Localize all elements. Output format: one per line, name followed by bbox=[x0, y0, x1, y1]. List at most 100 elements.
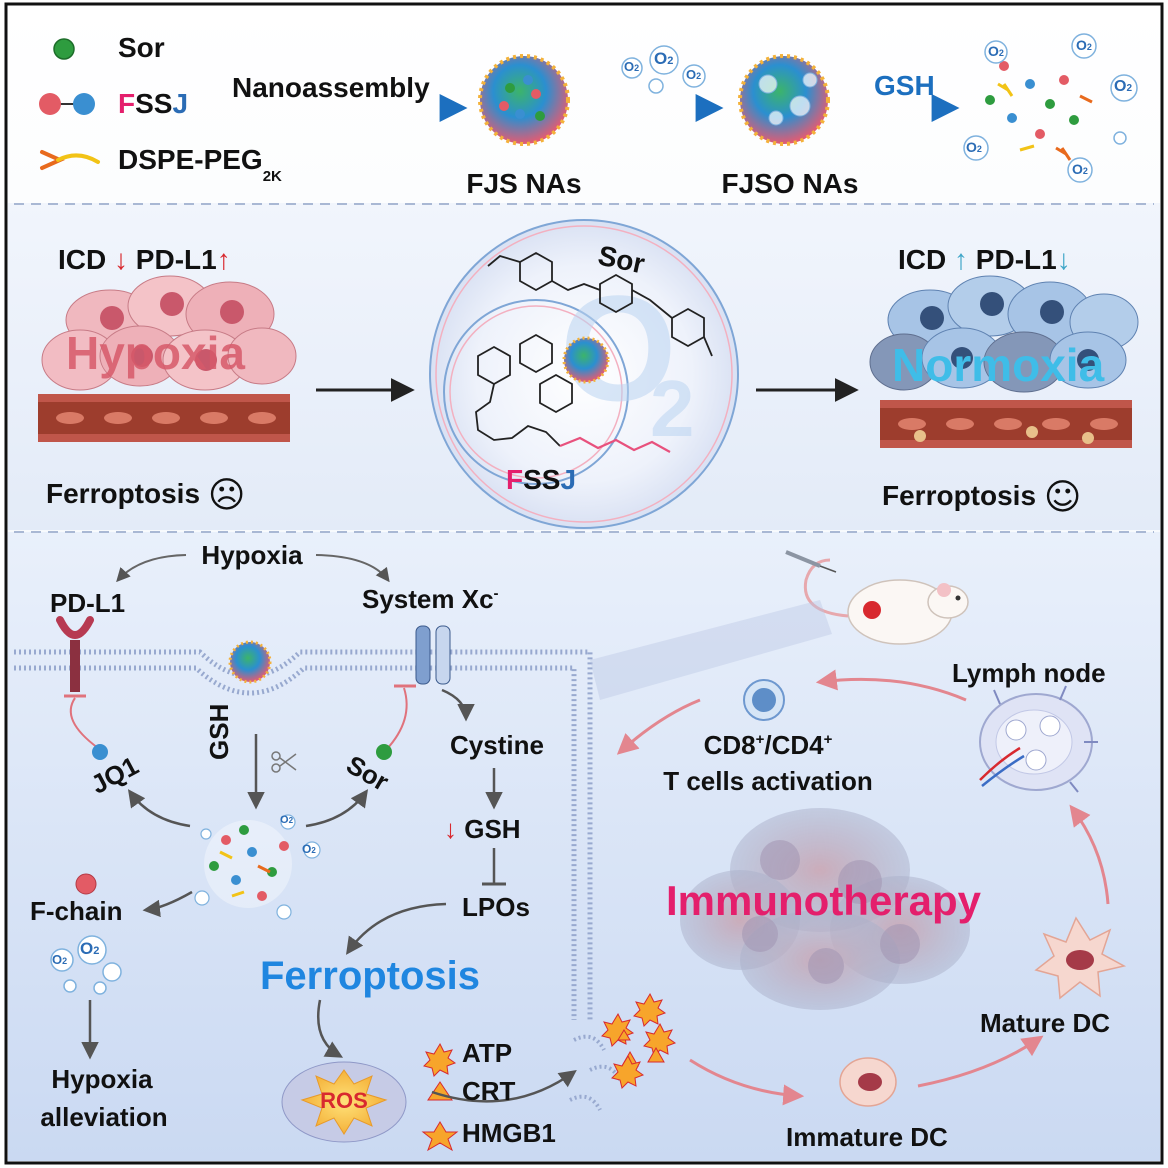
immunotherapy-title: Immunotherapy bbox=[666, 877, 982, 924]
mouse-with-syringe-icon bbox=[785, 550, 969, 645]
sor-molecule-small-icon bbox=[376, 744, 392, 760]
normoxia-ferroptosis-label: Ferroptosis ☺ bbox=[882, 477, 1082, 518]
ferroptosis-title: Ferroptosis bbox=[260, 954, 481, 998]
system-xc-label: System Xc- bbox=[362, 584, 499, 614]
gsh-depletion-label: ↓ GSH bbox=[444, 814, 521, 844]
o2-bubble-label-11: O2 bbox=[302, 842, 316, 856]
tumor-mass-illustration bbox=[680, 808, 970, 1010]
immature-dc-label: Immature DC bbox=[786, 1122, 948, 1152]
oxygen-bubbles-top bbox=[621, 45, 706, 94]
cystine-label: Cystine bbox=[450, 730, 544, 760]
normoxia-word: Normoxia bbox=[892, 339, 1105, 391]
immature-dc-icon bbox=[839, 1057, 897, 1107]
damp-to-immature-dc-arrow bbox=[689, 1058, 805, 1106]
mature-dc-icon bbox=[1034, 916, 1127, 1000]
o2-bubble-label-3: O2 bbox=[686, 67, 702, 82]
oxygen-bubbles-released bbox=[963, 33, 1138, 183]
fchain-label: F-chain bbox=[30, 896, 123, 926]
o2-bubble-label-2: O2 bbox=[654, 49, 674, 68]
crt-label: CRT bbox=[462, 1076, 516, 1106]
scissors-icon bbox=[271, 751, 297, 773]
hypoxia-to-pdl1-arrow bbox=[116, 554, 187, 583]
o2-bubble-label-7: O2 bbox=[966, 139, 982, 155]
zoom-beam bbox=[590, 600, 832, 700]
sad-face-icon: ☹ bbox=[207, 475, 246, 516]
jq1-inhibition-line bbox=[69, 697, 99, 749]
pdl1-receptor-icon bbox=[56, 616, 94, 692]
systemxc-to-cystine-arrow bbox=[441, 688, 475, 722]
dspe-peg-icon bbox=[40, 150, 100, 170]
ferroptosis-to-ros-arrow bbox=[316, 999, 344, 1058]
fjs-nanoparticle-icon bbox=[478, 54, 570, 146]
fjso-nas-label: FJSO NAs bbox=[721, 168, 859, 199]
oxygen-bubbles-fchain bbox=[50, 935, 122, 995]
pdl1-label: PD-L1 bbox=[50, 588, 126, 618]
o2-bubble-label-12: O2 bbox=[280, 814, 294, 826]
happy-face-icon: ☺ bbox=[1043, 477, 1082, 518]
released-damps-icon bbox=[601, 992, 677, 1089]
ros-burst-icon bbox=[281, 1061, 407, 1143]
cluster-to-jq1-arrow bbox=[127, 789, 191, 828]
hypoxia-ferroptosis-label: Ferroptosis ☹ bbox=[46, 475, 246, 516]
hmgb1-label: HMGB1 bbox=[462, 1118, 556, 1148]
hypoxia-to-systemxc-arrow bbox=[315, 554, 390, 583]
o2-bubble-label-4: O2 bbox=[988, 43, 1004, 59]
atp-star-icon bbox=[423, 1042, 457, 1077]
fssj-molecule-icon bbox=[39, 93, 95, 115]
o2-bubble-label-10: O2 bbox=[80, 939, 100, 958]
o2-bubble-label-6: O2 bbox=[1114, 78, 1133, 95]
cluster-to-fchain-arrow bbox=[142, 890, 193, 918]
cluster-to-sor-arrow bbox=[305, 789, 369, 828]
mature-dc-to-lymph-node-arrow bbox=[1069, 804, 1110, 905]
released-molecules-icon bbox=[985, 61, 1093, 161]
o2-bubble-label-5: O2 bbox=[1076, 37, 1092, 53]
tcell-to-tumor-arrow bbox=[616, 698, 701, 755]
sor-molecule-icon bbox=[53, 38, 75, 60]
disassembled-cluster-icon bbox=[194, 814, 321, 920]
lymph-node-to-tcell-arrow bbox=[815, 669, 967, 702]
legend-fssj-label: FSSJ bbox=[118, 88, 189, 119]
hypoxia-word: Hypoxia bbox=[66, 327, 245, 379]
hypoxic-tumor-illustration bbox=[38, 275, 297, 442]
o2-bubble-label-9: O2 bbox=[52, 952, 68, 967]
central-molecule-sphere: O 2 bbox=[429, 219, 739, 529]
fjs-nas-label: FJS NAs bbox=[466, 168, 582, 199]
normoxic-tumor-illustration bbox=[869, 275, 1139, 448]
legend-sor-label: Sor bbox=[118, 32, 165, 63]
hmgb1-star-icon bbox=[421, 1121, 459, 1152]
lpos-label: LPOs bbox=[462, 892, 530, 922]
ros-label: ROS bbox=[320, 1088, 368, 1113]
gsh-vertical-label: GSH bbox=[204, 703, 234, 760]
hypoxia-alleviation-line2: alleviation bbox=[40, 1102, 168, 1132]
atp-label: ATP bbox=[462, 1038, 513, 1068]
system-xc-transporter-icon bbox=[415, 625, 451, 685]
t-cell-icon bbox=[743, 679, 785, 721]
nanoassembly-label: Nanoassembly bbox=[232, 72, 430, 103]
lymph-node-illustration bbox=[979, 685, 1098, 793]
o2-bubble-label-8: O2 bbox=[1072, 161, 1088, 177]
tcell-label-line1: CD8+/CD4+ bbox=[703, 730, 833, 760]
lpo-to-ferroptosis-arrow bbox=[345, 902, 447, 955]
normoxia-icd-label: ICD ↑ PD-L1↓ bbox=[898, 244, 1071, 275]
sor-inhibition-line bbox=[385, 687, 408, 751]
legend-dspe-label: DSPE-PEG2K bbox=[118, 144, 282, 185]
lymph-node-label: Lymph node bbox=[952, 658, 1106, 688]
fchain-molecule-icon bbox=[75, 873, 97, 895]
gsh-label: GSH bbox=[874, 70, 935, 101]
tcell-label-line2: T cells activation bbox=[663, 766, 873, 796]
immature-to-mature-dc-arrow bbox=[917, 1035, 1044, 1088]
mechanism-hypoxia-label: Hypoxia bbox=[201, 540, 303, 570]
endocytosed-nanoparticle-icon bbox=[228, 640, 272, 684]
hypoxia-icd-label: ICD ↓ PD-L1↑ bbox=[58, 244, 231, 275]
mature-dc-label: Mature DC bbox=[980, 1008, 1111, 1038]
center-fssj-label: FSSJ bbox=[506, 464, 577, 495]
damp-release-arrow bbox=[431, 1069, 577, 1103]
o2-bubble-label-1: O2 bbox=[624, 59, 640, 74]
hypoxia-alleviation-line1: Hypoxia bbox=[51, 1064, 153, 1094]
bottom-section-bg bbox=[8, 532, 1160, 1161]
fjso-nanoparticle-icon bbox=[738, 54, 830, 146]
jq1-molecule-icon bbox=[92, 744, 108, 760]
svg-text:2: 2 bbox=[650, 364, 695, 453]
